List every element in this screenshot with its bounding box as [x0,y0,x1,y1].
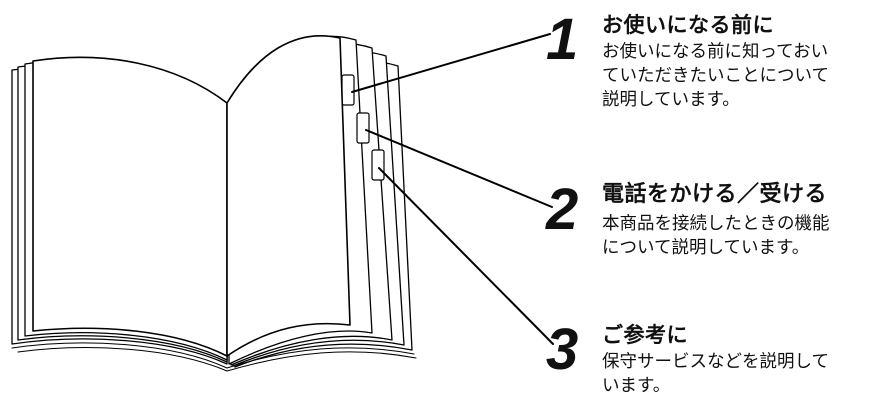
section-description-2: 本商品を接続したときの機能 について説明しています。 [602,214,830,258]
section-description-1: お使いになる前に知っておい ていただきたいことについて 説明しています。 [602,42,829,110]
leader-line-2 [365,129,553,208]
front-page-right [226,34,351,357]
front-page-left [32,56,228,357]
index-tab-3 [371,149,385,181]
index-tab-2 [356,112,370,144]
section-number-3: 3 [546,317,579,382]
section-number-1: 1 [546,7,579,72]
index-tab-1 [341,74,355,106]
section-title-2: 電話をかける／受ける [602,182,828,207]
leader-line-3 [378,167,554,345]
leader-line-1 [351,33,551,93]
section-number-2: 2 [546,177,579,242]
bottom-edges-left [11,342,228,372]
section-title-3: ご参考に [602,323,688,347]
section-description-3: 保守サービスなどを説明して います。 [602,352,829,396]
bottom-edges-right [226,347,417,372]
section-title-1: お使いになる前に [602,13,774,37]
